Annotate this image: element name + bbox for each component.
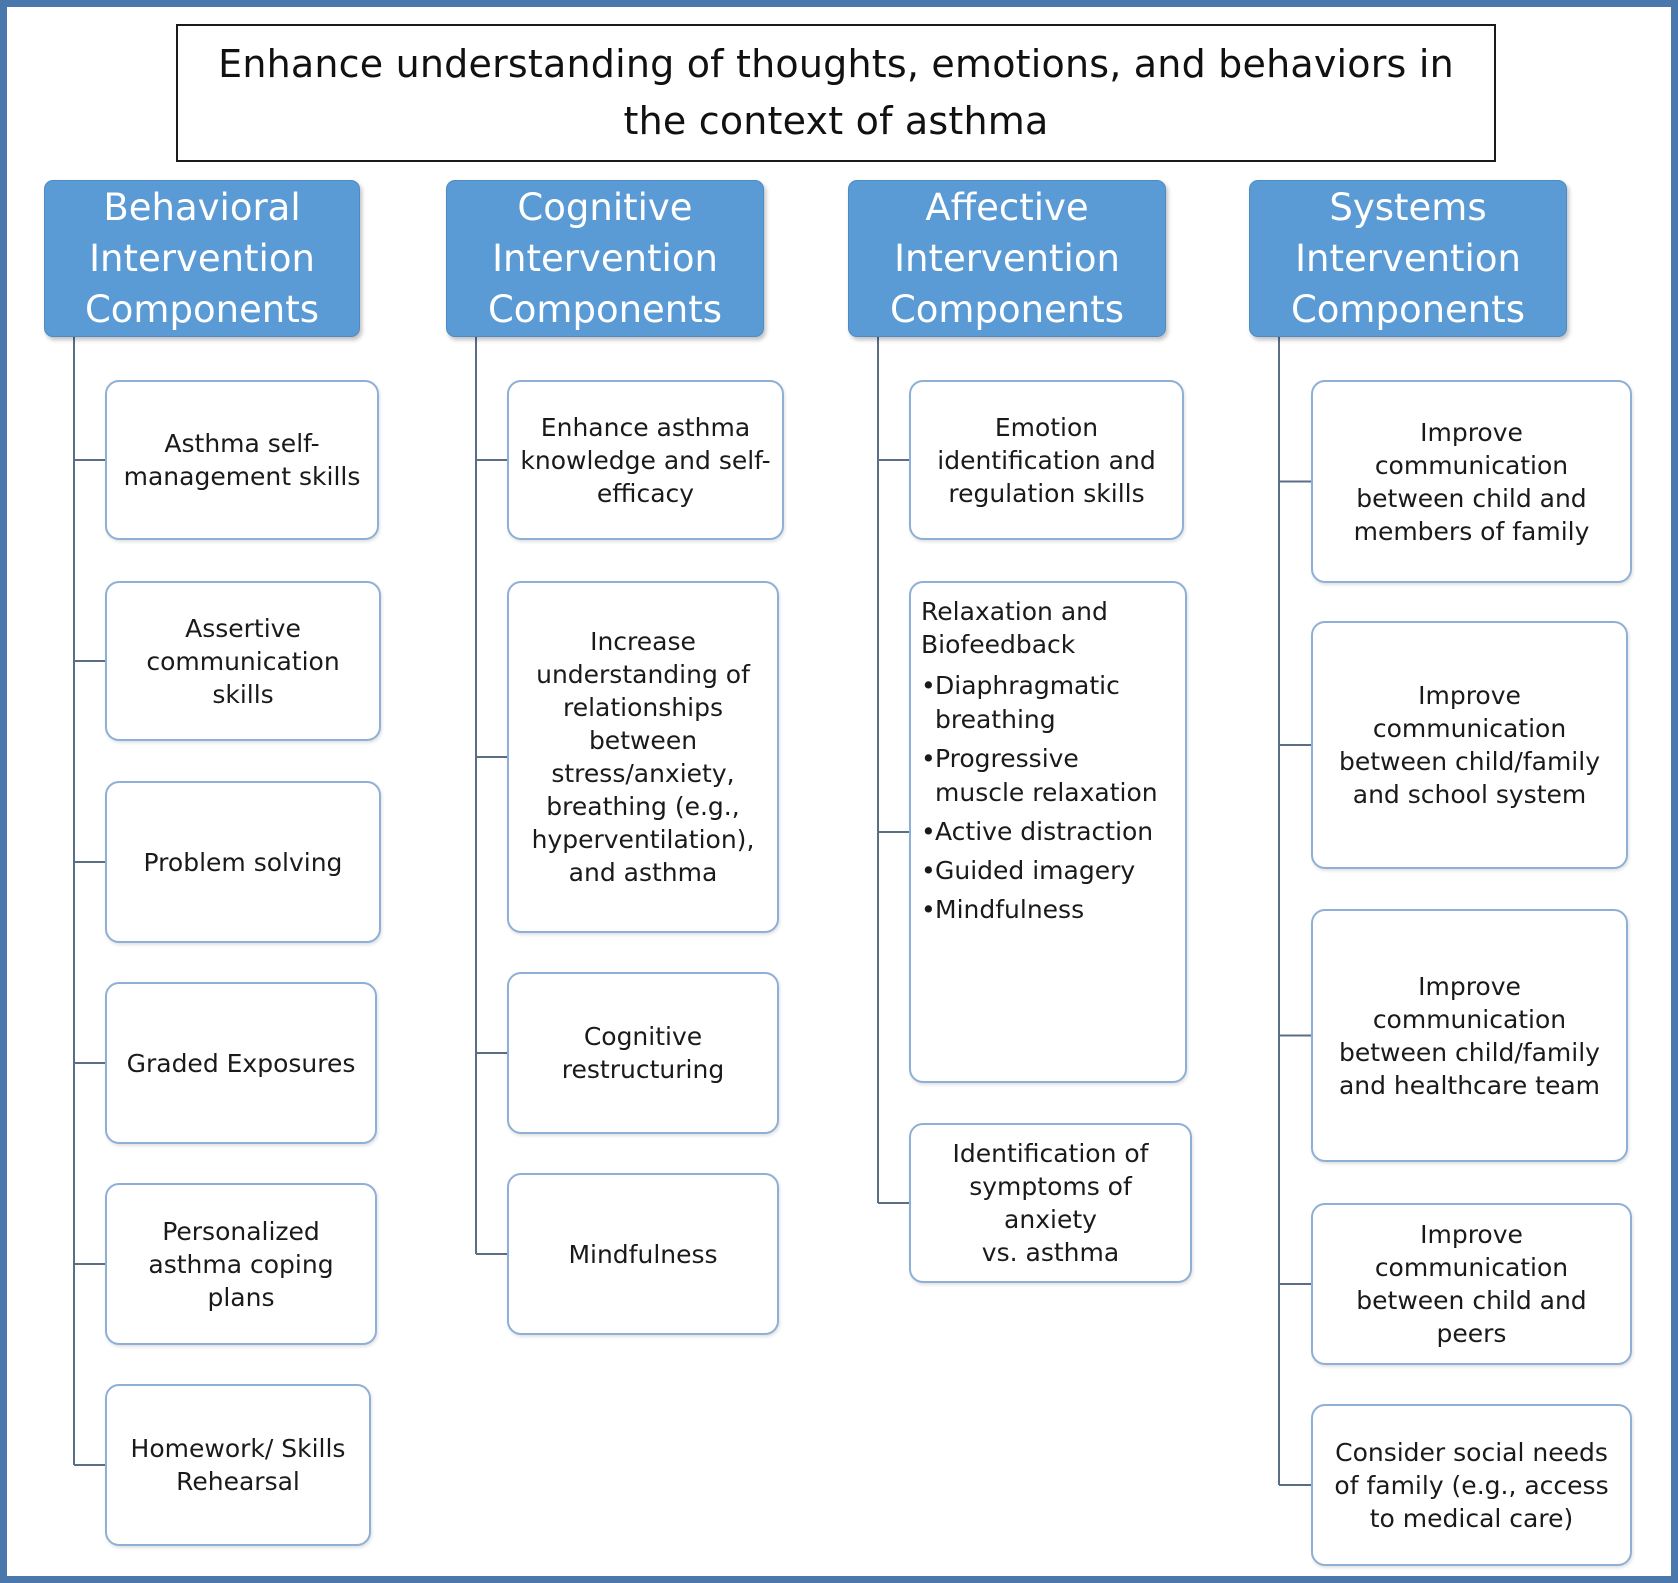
behavioral-card-6: Homework/ Skills Rehearsal (105, 1384, 371, 1546)
systems-card-3: Improve communication between child/fami… (1311, 909, 1628, 1162)
relaxation-bullet-list: Diaphragmatic breathing Progressive musc… (921, 669, 1158, 932)
cognitive-card-3: Cognitive restructuring (507, 972, 779, 1134)
behavioral-card-5: Personalized asthma coping plans (105, 1183, 377, 1345)
header-cognitive-label: Cognitive Intervention Components (487, 186, 723, 331)
bullet-active-distraction: Active distraction (921, 815, 1158, 849)
affective-card-1: Emotion identification and regulation sk… (909, 380, 1184, 540)
cognitive-card-4: Mindfulness (507, 1173, 779, 1335)
cognitive-card-1: Enhance asthma knowledge and self- effic… (507, 380, 784, 540)
affective-card-3: Identification of symptoms of anxiety vs… (909, 1123, 1192, 1283)
header-affective: Affective Intervention Components (848, 180, 1166, 337)
bullet-guided-imagery: Guided imagery (921, 854, 1158, 888)
systems-card-1: Improve communication between child and … (1311, 380, 1632, 583)
header-systems: Systems Intervention Components (1249, 180, 1567, 337)
bullet-mindfulness: Mindfulness (921, 893, 1158, 927)
header-cognitive: Cognitive Intervention Components (446, 180, 764, 337)
behavioral-card-3: Problem solving (105, 781, 381, 943)
behavioral-card-1: Asthma self- management skills (105, 380, 379, 540)
behavioral-card-4: Graded Exposures (105, 982, 377, 1144)
diagram-title-box: Enhance understanding of thoughts, emoti… (176, 24, 1496, 162)
header-behavioral-label: Behavioral Intervention Components (84, 186, 320, 331)
systems-card-5: Consider social needs of family (e.g., a… (1311, 1404, 1632, 1566)
affective-card-relaxation: Relaxation and Biofeedback Diaphragmatic… (909, 581, 1187, 1083)
header-systems-label: Systems Intervention Components (1290, 186, 1526, 331)
bullet-progressive-muscle-relaxation: Progressive muscle relaxation (921, 742, 1158, 810)
systems-card-4: Improve communication between child and … (1311, 1203, 1632, 1365)
bullet-diaphragmatic-breathing: Diaphragmatic breathing (921, 669, 1158, 737)
relaxation-heading: Relaxation and Biofeedback (921, 597, 1108, 659)
diagram-title: Enhance understanding of thoughts, emoti… (218, 42, 1454, 143)
cognitive-card-2: Increase understanding of relationships … (507, 581, 779, 933)
header-affective-label: Affective Intervention Components (889, 186, 1125, 331)
header-behavioral: Behavioral Intervention Components (44, 180, 360, 337)
behavioral-card-2: Assertive communication skills (105, 581, 381, 741)
systems-card-2: Improve communication between child/fami… (1311, 621, 1628, 869)
